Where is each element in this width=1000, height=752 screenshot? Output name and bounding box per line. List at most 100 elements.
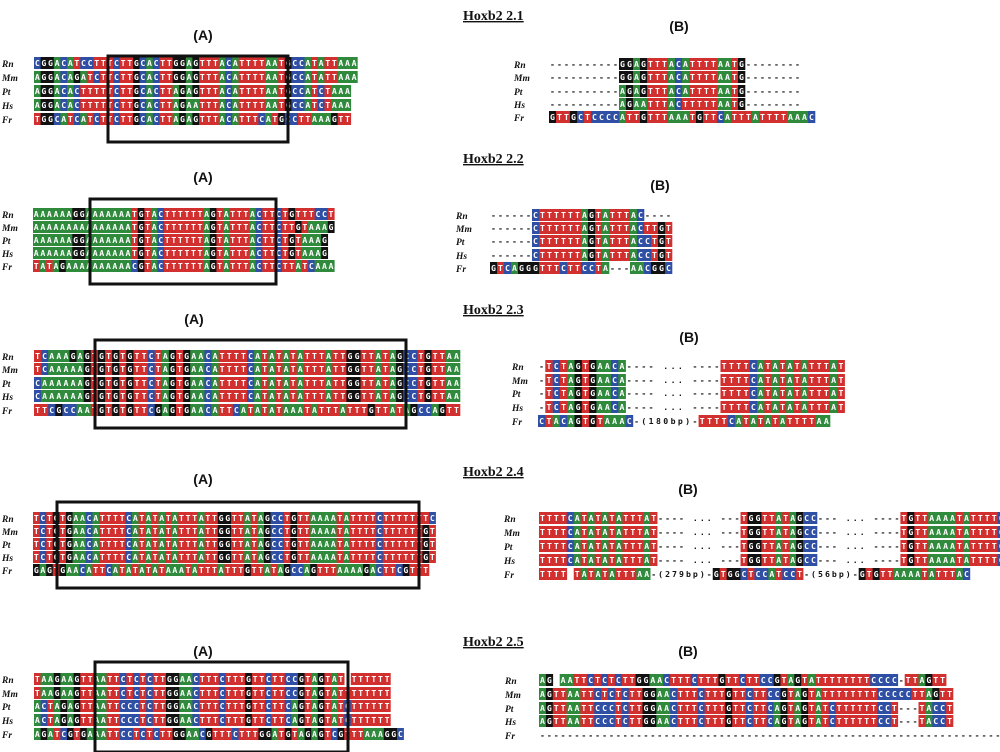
base-cell bbox=[33, 234, 40, 246]
base-letter: - bbox=[825, 527, 830, 537]
base-letter: G bbox=[576, 361, 581, 371]
base-letter: A bbox=[93, 552, 98, 562]
base-letter: T bbox=[864, 716, 869, 726]
species-label: Pt bbox=[2, 380, 11, 390]
base-cell bbox=[598, 111, 606, 123]
base-letter: G bbox=[134, 72, 139, 82]
base-letter: A bbox=[198, 405, 203, 415]
base-cell bbox=[164, 247, 171, 259]
base-cell bbox=[560, 235, 568, 247]
base-letter: - bbox=[774, 72, 779, 82]
base-letter: T bbox=[783, 541, 788, 551]
base-letter: T bbox=[440, 364, 445, 374]
base-letter: C bbox=[257, 261, 262, 271]
base-letter: T bbox=[423, 565, 428, 575]
base-letter: A bbox=[454, 364, 459, 374]
base-cell bbox=[311, 85, 319, 97]
base-letter: T bbox=[127, 114, 132, 124]
base-letter: T bbox=[583, 388, 588, 398]
base-letter: T bbox=[369, 391, 374, 401]
base-letter: C bbox=[74, 114, 79, 124]
base-letter: T bbox=[678, 703, 683, 713]
base-letter: T bbox=[132, 248, 137, 258]
base-cell bbox=[146, 99, 154, 111]
base-cell bbox=[255, 247, 263, 259]
base-letter: T bbox=[213, 674, 218, 684]
base-letter: T bbox=[258, 565, 263, 575]
base-letter: - bbox=[881, 541, 886, 551]
base-cell bbox=[612, 111, 620, 123]
base-letter: - bbox=[988, 730, 993, 740]
base-letter: - bbox=[641, 402, 646, 412]
base-letter: A bbox=[338, 72, 343, 82]
base-letter: T bbox=[47, 526, 52, 536]
base-letter: A bbox=[943, 527, 948, 537]
base-letter: T bbox=[88, 701, 93, 711]
base-letter: A bbox=[67, 261, 72, 271]
base-letter: A bbox=[915, 569, 920, 579]
base-letter: A bbox=[657, 675, 662, 685]
base-letter: G bbox=[219, 526, 224, 536]
base-letter: T bbox=[340, 378, 345, 388]
base-cell bbox=[52, 247, 60, 259]
base-cell bbox=[647, 58, 655, 70]
base-letter: A bbox=[568, 361, 573, 371]
base-letter: C bbox=[309, 261, 314, 271]
base-letter: T bbox=[616, 689, 621, 699]
base-letter: T bbox=[262, 378, 267, 388]
base-cell bbox=[605, 111, 613, 123]
base-letter: T bbox=[34, 526, 39, 536]
base-letter: T bbox=[719, 703, 724, 713]
base-letter: C bbox=[61, 729, 66, 739]
base-letter: G bbox=[74, 72, 79, 82]
base-cell bbox=[80, 99, 88, 111]
base-cell bbox=[710, 71, 718, 83]
base-letter: C bbox=[286, 715, 291, 725]
base-letter: A bbox=[55, 86, 60, 96]
base-letter: T bbox=[610, 250, 615, 260]
base-letter: T bbox=[259, 701, 264, 711]
base-letter: A bbox=[163, 405, 168, 415]
base-letter: A bbox=[159, 539, 164, 549]
base-cell bbox=[623, 222, 631, 234]
base-letter: T bbox=[237, 222, 242, 232]
base-cell bbox=[668, 98, 676, 110]
base-letter: T bbox=[583, 402, 588, 412]
base-letter: C bbox=[411, 378, 416, 388]
base-cell bbox=[52, 260, 60, 272]
base-letter: C bbox=[61, 58, 66, 68]
base-letter: A bbox=[304, 565, 309, 575]
base-letter: G bbox=[726, 703, 731, 713]
base-letter: - bbox=[641, 375, 646, 385]
base-cell bbox=[275, 234, 283, 246]
base-cell bbox=[301, 260, 309, 272]
species-label: Fr bbox=[1, 263, 12, 273]
base-letter: T bbox=[546, 361, 551, 371]
base-cell bbox=[591, 111, 599, 123]
base-cell bbox=[301, 221, 309, 233]
base-letter: T bbox=[134, 351, 139, 361]
base-letter: A bbox=[620, 99, 625, 109]
base-letter: T bbox=[259, 100, 264, 110]
base-letter: A bbox=[68, 58, 73, 68]
base-letter: G bbox=[99, 391, 104, 401]
section-title: Hoxb2 2.1 bbox=[463, 9, 524, 24]
base-letter: A bbox=[187, 688, 192, 698]
base-letter: C bbox=[398, 729, 403, 739]
base-letter: A bbox=[204, 222, 209, 232]
base-cell bbox=[682, 58, 690, 70]
base-letter: T bbox=[305, 351, 310, 361]
base-cell bbox=[738, 111, 746, 123]
base-letter: T bbox=[171, 248, 176, 258]
base-letter: A bbox=[199, 526, 204, 536]
base-letter: T bbox=[253, 72, 258, 82]
base-letter: T bbox=[769, 541, 774, 551]
base-letter: C bbox=[114, 114, 119, 124]
base-letter: G bbox=[184, 364, 189, 374]
base-letter: T bbox=[94, 86, 99, 96]
base-cell bbox=[185, 71, 193, 83]
base-letter: . bbox=[693, 541, 698, 551]
